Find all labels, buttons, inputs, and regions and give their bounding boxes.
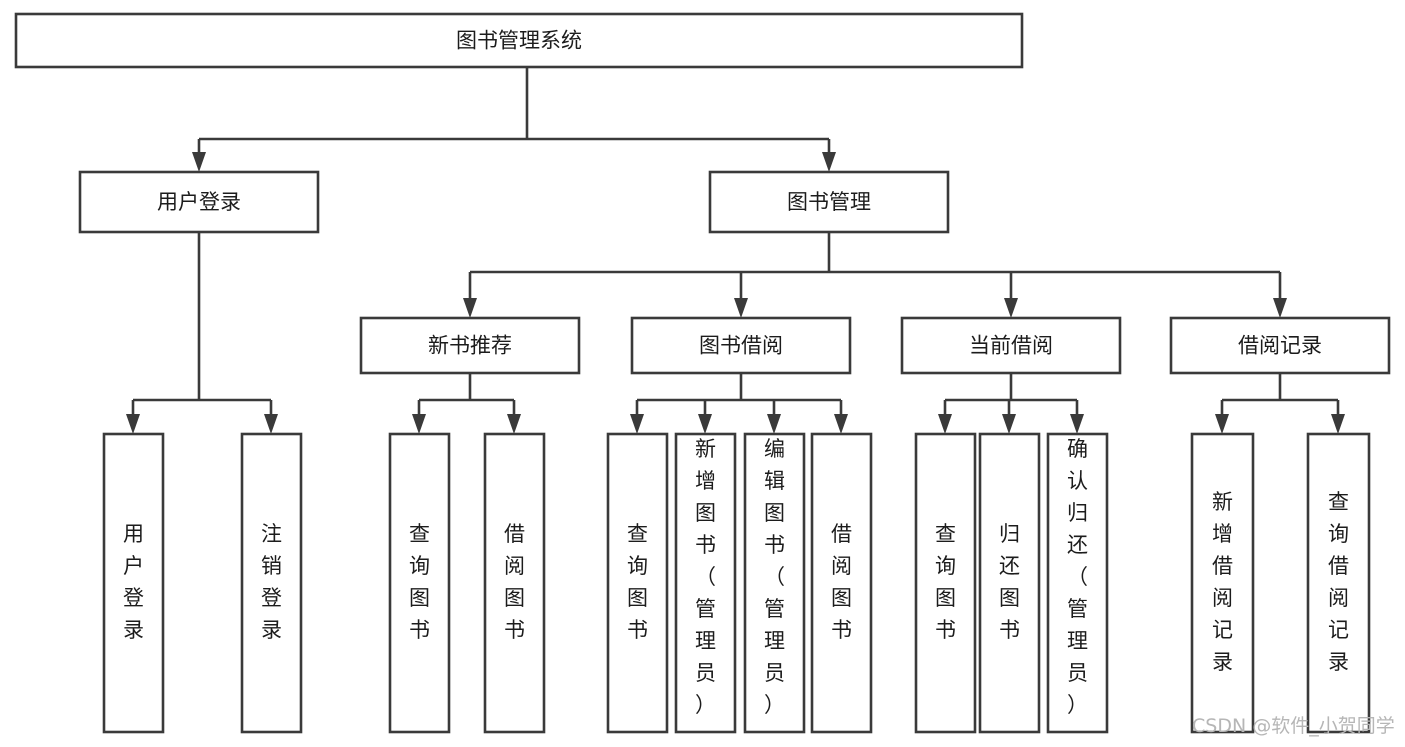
node-leaf-user-login[interactable]: 用户登录 <box>102 432 165 734</box>
node-current-borrow-box[interactable] <box>900 316 1122 375</box>
node-leaf-query-book-3-box[interactable] <box>914 432 977 734</box>
node-new-book-recommend[interactable]: 新书推荐 <box>359 316 581 375</box>
node-leaf-borrow-book-2-box[interactable] <box>810 432 873 734</box>
node-current-borrow-label: 当前借阅 <box>969 334 1053 358</box>
arrow-head-icon <box>1002 414 1016 434</box>
node-borrow-record-box[interactable] <box>1169 316 1391 375</box>
node-leaf-query-book-2-label: 查询图书 <box>627 522 648 642</box>
node-root-box[interactable] <box>14 12 1024 69</box>
node-user-login-label: 用户登录 <box>157 190 241 214</box>
node-leaf-borrow-book-2[interactable]: 借阅图书 <box>810 432 873 734</box>
node-new-book-recommend-label: 新书推荐 <box>428 334 512 358</box>
node-leaf-query-record-box[interactable] <box>1306 432 1371 734</box>
node-borrow-record-label: 借阅记录 <box>1238 334 1322 358</box>
node-book-manage-label: 图书管理 <box>787 190 871 214</box>
node-leaf-logout-label: 注销登录 <box>261 522 282 642</box>
connector-group <box>192 67 836 172</box>
node-leaf-add-book-box[interactable] <box>674 432 737 734</box>
node-book-manage[interactable]: 图书管理 <box>708 170 950 234</box>
node-layer: 图书管理系统用户登录图书管理新书推荐图书借阅当前借阅借阅记录用户登录注销登录查询… <box>14 12 1391 734</box>
node-leaf-query-book-1-label: 查询图书 <box>409 522 430 642</box>
arrow-head-icon <box>834 414 848 434</box>
node-leaf-return-book-label: 归还图书 <box>999 522 1020 642</box>
connector-group <box>412 373 521 434</box>
node-root[interactable]: 图书管理系统 <box>14 12 1024 69</box>
watermark-label: CSDN @软件_小贺同学 <box>1192 715 1395 737</box>
arrow-head-icon <box>1215 414 1229 434</box>
node-leaf-add-book-label: 新增图书（管理员） <box>695 437 716 717</box>
node-leaf-query-record[interactable]: 查询借阅记录 <box>1306 432 1371 734</box>
node-leaf-query-record-label: 查询借阅记录 <box>1328 490 1349 674</box>
arrow-head-icon <box>264 414 278 434</box>
connector-group <box>938 373 1084 434</box>
connector-group <box>463 232 1287 318</box>
node-leaf-edit-book-label: 编辑图书（管理员） <box>764 437 785 717</box>
arrow-head-icon <box>192 152 206 172</box>
connector-layer <box>126 67 1345 434</box>
node-root-label: 图书管理系统 <box>456 29 582 53</box>
node-leaf-confirm-return-box[interactable] <box>1046 432 1109 734</box>
arrow-head-icon <box>698 414 712 434</box>
node-leaf-borrow-book-1-box[interactable] <box>483 432 546 734</box>
node-leaf-logout[interactable]: 注销登录 <box>240 432 303 734</box>
node-leaf-confirm-return-label: 确认归还（管理员） <box>1067 437 1088 717</box>
node-leaf-query-book-3-label: 查询图书 <box>935 522 956 642</box>
arrow-head-icon <box>1273 298 1287 318</box>
connector-group <box>1215 373 1345 434</box>
node-user-login-box[interactable] <box>78 170 320 234</box>
node-leaf-return-book-box[interactable] <box>978 432 1041 734</box>
connector-group <box>126 232 278 434</box>
node-leaf-borrow-book-2-label: 借阅图书 <box>831 522 852 642</box>
node-leaf-add-record[interactable]: 新增借阅记录 <box>1190 432 1255 734</box>
node-leaf-confirm-return[interactable]: 确认归还（管理员） <box>1046 432 1109 734</box>
node-leaf-add-book[interactable]: 新增图书（管理员） <box>674 432 737 734</box>
arrow-head-icon <box>1070 414 1084 434</box>
node-leaf-query-book-2-box[interactable] <box>606 432 669 734</box>
node-leaf-query-book-1-box[interactable] <box>388 432 451 734</box>
arrow-head-icon <box>734 298 748 318</box>
node-leaf-logout-box[interactable] <box>240 432 303 734</box>
node-leaf-borrow-book-1-label: 借阅图书 <box>504 522 525 642</box>
node-leaf-query-book-1[interactable]: 查询图书 <box>388 432 451 734</box>
node-leaf-query-book-2[interactable]: 查询图书 <box>606 432 669 734</box>
node-book-borrow[interactable]: 图书借阅 <box>630 316 852 375</box>
arrow-head-icon <box>1004 298 1018 318</box>
arrow-head-icon <box>463 298 477 318</box>
node-book-borrow-box[interactable] <box>630 316 852 375</box>
node-leaf-add-record-label: 新增借阅记录 <box>1212 490 1233 674</box>
node-borrow-record[interactable]: 借阅记录 <box>1169 316 1391 375</box>
connector-group <box>630 373 848 434</box>
node-book-manage-box[interactable] <box>708 170 950 234</box>
arrow-head-icon <box>938 414 952 434</box>
node-leaf-query-book-3[interactable]: 查询图书 <box>914 432 977 734</box>
node-leaf-edit-book-box[interactable] <box>743 432 806 734</box>
arrow-head-icon <box>630 414 644 434</box>
node-leaf-user-login-box[interactable] <box>102 432 165 734</box>
arrow-head-icon <box>767 414 781 434</box>
node-leaf-return-book[interactable]: 归还图书 <box>978 432 1041 734</box>
arrow-head-icon <box>412 414 426 434</box>
arrow-head-icon <box>822 152 836 172</box>
node-leaf-edit-book[interactable]: 编辑图书（管理员） <box>743 432 806 734</box>
node-leaf-borrow-book-1[interactable]: 借阅图书 <box>483 432 546 734</box>
node-user-login[interactable]: 用户登录 <box>78 170 320 234</box>
node-leaf-user-login-label: 用户登录 <box>123 522 144 642</box>
node-new-book-recommend-box[interactable] <box>359 316 581 375</box>
node-leaf-add-record-box[interactable] <box>1190 432 1255 734</box>
arrow-head-icon <box>507 414 521 434</box>
arrow-head-icon <box>1331 414 1345 434</box>
node-current-borrow[interactable]: 当前借阅 <box>900 316 1122 375</box>
node-book-borrow-label: 图书借阅 <box>699 334 783 358</box>
arrow-head-icon <box>126 414 140 434</box>
